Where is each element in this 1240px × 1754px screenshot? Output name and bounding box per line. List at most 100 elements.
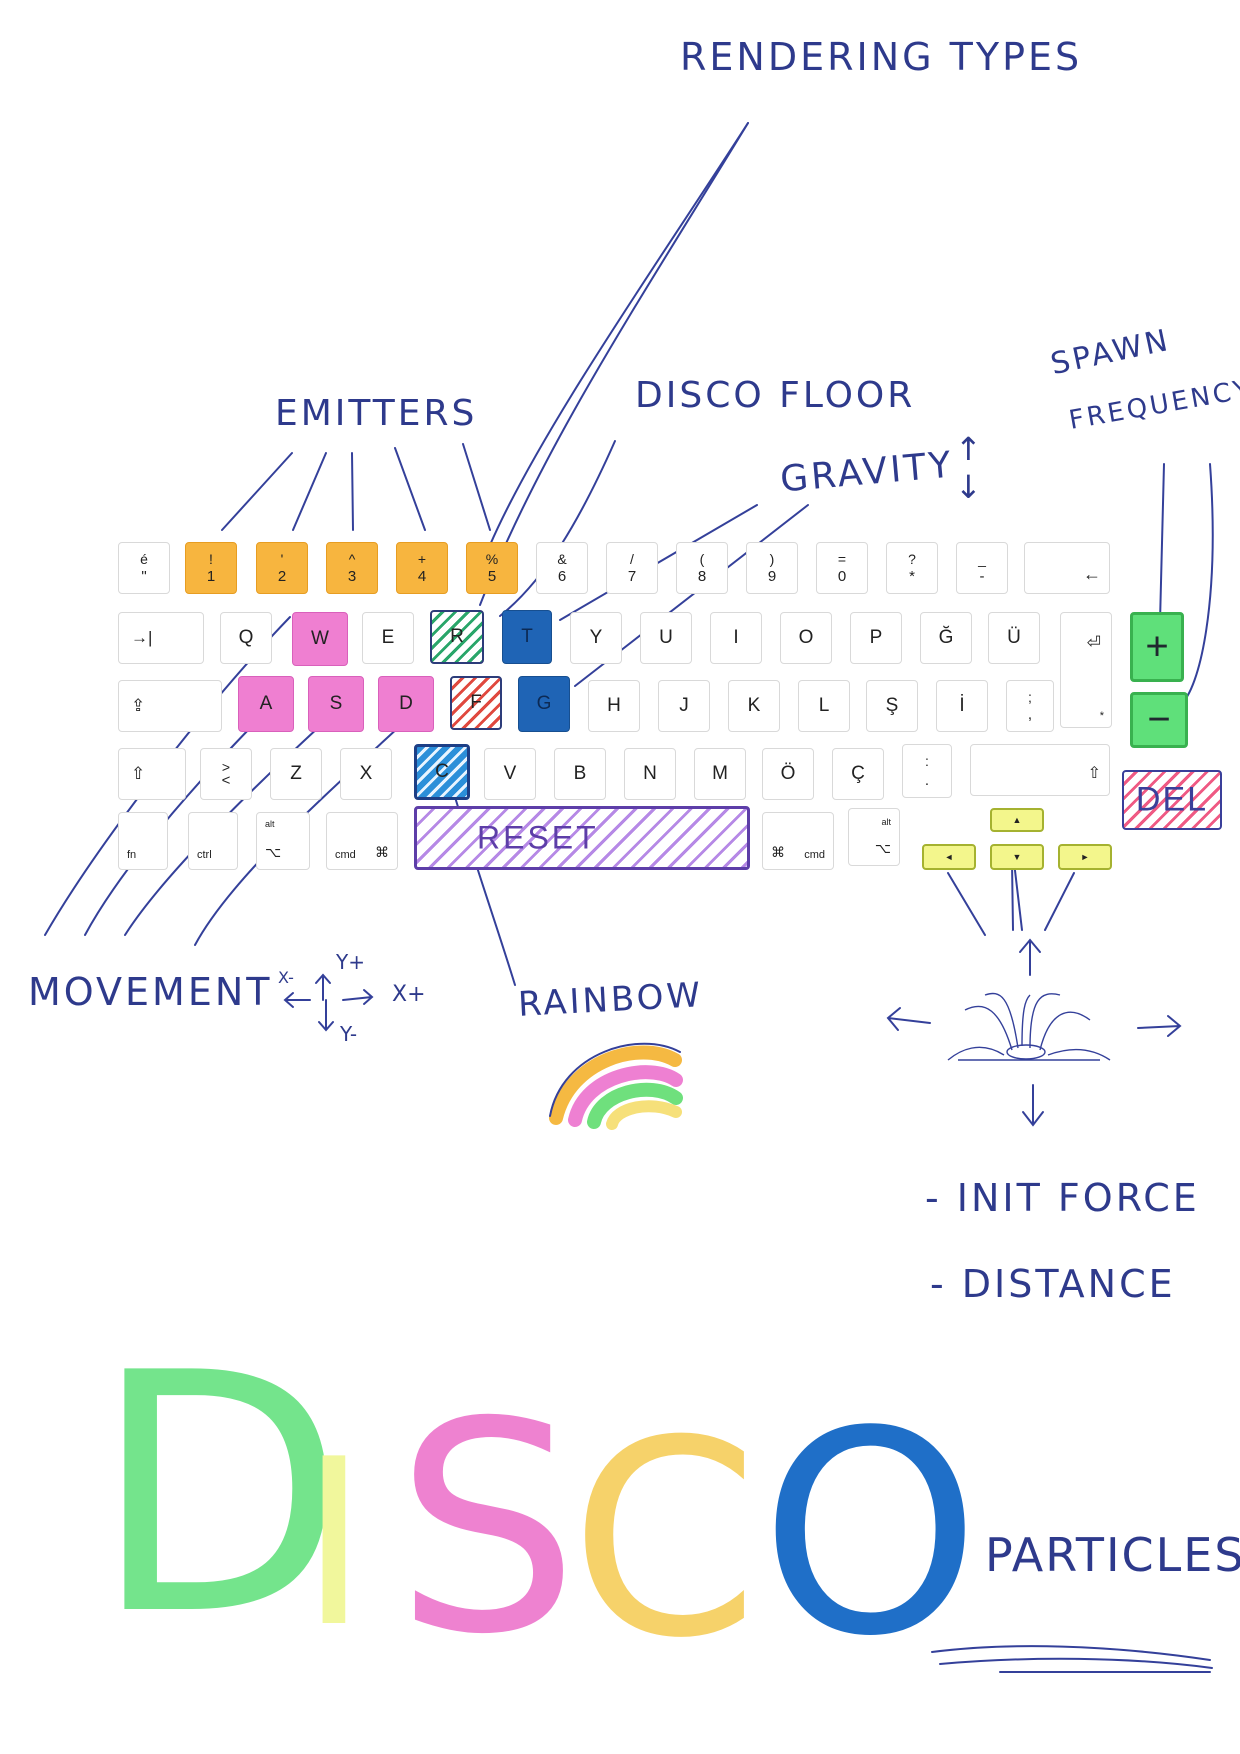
line-emitter-1 (221, 452, 293, 531)
key-i[interactable]: I (710, 612, 762, 664)
key-right-cmd[interactable]: ⌘ cmd (762, 812, 834, 870)
key-i-dot[interactable]: İ (936, 680, 988, 732)
key-b[interactable]: B (554, 748, 606, 800)
key-colon[interactable]: : . (902, 744, 952, 798)
key-2[interactable]: ' 2 (256, 542, 308, 594)
key-4[interactable]: + 4 (396, 542, 448, 594)
key-g[interactable]: G (518, 676, 570, 732)
label-rendering-types: RENDERING TYPES (680, 35, 1083, 79)
key-h[interactable]: H (588, 680, 640, 732)
key-arrow-up[interactable]: ▲ (990, 808, 1044, 832)
line-spawn-plus (1159, 463, 1165, 623)
line-arrow-left (947, 872, 986, 936)
fountain-arrow-up (1019, 938, 1041, 976)
key-a[interactable]: A (238, 676, 294, 732)
label-disco-floor: DISCO FLOOR (635, 375, 916, 416)
key-q[interactable]: Q (220, 612, 272, 664)
label-particles: PARTICLES (985, 1528, 1240, 1582)
key-c-cedilla[interactable]: Ç (832, 748, 884, 800)
key-tab[interactable]: →| (118, 612, 204, 664)
key-l[interactable]: L (798, 680, 850, 732)
key-f[interactable]: F (450, 676, 502, 730)
key-backspace[interactable]: ← (1024, 542, 1110, 594)
fountain-arrow-right (1137, 1015, 1182, 1037)
key-e-acute[interactable]: é " (118, 542, 170, 594)
key-right-alt[interactable]: alt ⌥ (848, 808, 900, 866)
key-x[interactable]: X (340, 748, 392, 800)
line-arrow-down (1013, 861, 1023, 931)
key-w[interactable]: W (292, 612, 348, 666)
key-arrow-left[interactable]: ◄ (922, 844, 976, 870)
label-emitters: EMITTERS (275, 393, 478, 434)
key-g-breve[interactable]: Ğ (920, 612, 972, 664)
key-arrow-right[interactable]: ► (1058, 844, 1112, 870)
key-t[interactable]: T (502, 610, 552, 664)
key-enter[interactable]: ⏎ (1060, 612, 1112, 728)
title-letter-s: S (395, 1361, 580, 1698)
key-9[interactable]: ) 9 (746, 542, 798, 594)
line-emitter-3 (351, 452, 354, 531)
key-u[interactable]: U (640, 612, 692, 664)
key-v[interactable]: V (484, 748, 536, 800)
fountain-arrow-down (1022, 1084, 1044, 1127)
particles-underline-2 (939, 1657, 1213, 1669)
key-p[interactable]: P (850, 612, 902, 664)
key-asterisk[interactable]: ? * (886, 542, 938, 594)
axis-right (342, 989, 374, 1005)
fountain-arrow-left (886, 1007, 931, 1031)
key-k[interactable]: K (728, 680, 780, 732)
line-emitter-5 (462, 443, 491, 531)
key-n[interactable]: N (624, 748, 676, 800)
key-d[interactable]: D (378, 676, 434, 732)
line-rendering-types-1 (479, 122, 749, 606)
key-0[interactable]: = 0 (816, 542, 868, 594)
key-3[interactable]: ^ 3 (326, 542, 378, 594)
key-r[interactable]: R (430, 610, 484, 664)
key-j[interactable]: J (658, 680, 710, 732)
key-c[interactable]: C (414, 744, 470, 800)
title-letter-i: I (300, 1411, 368, 1678)
key-m[interactable]: M (694, 748, 746, 800)
axis-x-minus: X- (278, 968, 294, 987)
key-s-cedilla[interactable]: Ş (866, 680, 918, 732)
key-fn[interactable]: fn (118, 812, 168, 870)
key-8[interactable]: ( 8 (676, 542, 728, 594)
key-left-alt[interactable]: alt ⌥ (256, 812, 310, 870)
key-o[interactable]: O (780, 612, 832, 664)
key-ctrl[interactable]: ctrl (188, 812, 238, 870)
key-z[interactable]: Z (270, 748, 322, 800)
title-letter-c: C (570, 1382, 759, 1697)
key-6[interactable]: & 6 (536, 542, 588, 594)
key-angle-brackets[interactable]: > < (200, 748, 252, 800)
key-plus[interactable]: + (1130, 612, 1184, 682)
key-minus-spawn[interactable]: − (1130, 692, 1188, 748)
key-minus[interactable]: _ - (956, 542, 1008, 594)
label-gravity-arrows: ↑↓ (955, 430, 982, 506)
key-o-umlaut[interactable]: Ö (762, 748, 814, 800)
key-semicolon[interactable]: ; , (1006, 680, 1054, 732)
key-s[interactable]: S (308, 676, 364, 732)
line-spawn-minus (1179, 463, 1214, 706)
key-5[interactable]: % 5 (466, 542, 518, 594)
key-e[interactable]: E (362, 612, 414, 664)
line-rendering-types-2 (489, 122, 749, 546)
key-caps-lock[interactable]: ⇪ (118, 680, 222, 732)
key-del[interactable]: DEL (1122, 770, 1222, 830)
label-distance: - DISTANCE (930, 1262, 1176, 1306)
key-1[interactable]: ! 1 (185, 542, 237, 594)
key-right-shift[interactable]: ⇧ (970, 744, 1110, 796)
line-arrow-right (1044, 872, 1075, 931)
axis-x-plus: X+ (392, 982, 426, 1007)
key-reset[interactable]: RESET (414, 806, 750, 870)
key-arrow-down[interactable]: ▼ (990, 844, 1044, 870)
key-u-umlaut[interactable]: Ü (988, 612, 1040, 664)
key-left-cmd[interactable]: cmd ⌘ (326, 812, 398, 870)
key-7[interactable]: / 7 (606, 542, 658, 594)
particles-underline-1 (931, 1645, 1211, 1661)
label-init-force: - INIT FORCE (925, 1176, 1200, 1220)
line-emitter-2 (292, 452, 327, 531)
label-movement: MOVEMENT (28, 970, 273, 1014)
key-left-shift[interactable]: ⇧ (118, 748, 186, 800)
key-y[interactable]: Y (570, 612, 622, 664)
